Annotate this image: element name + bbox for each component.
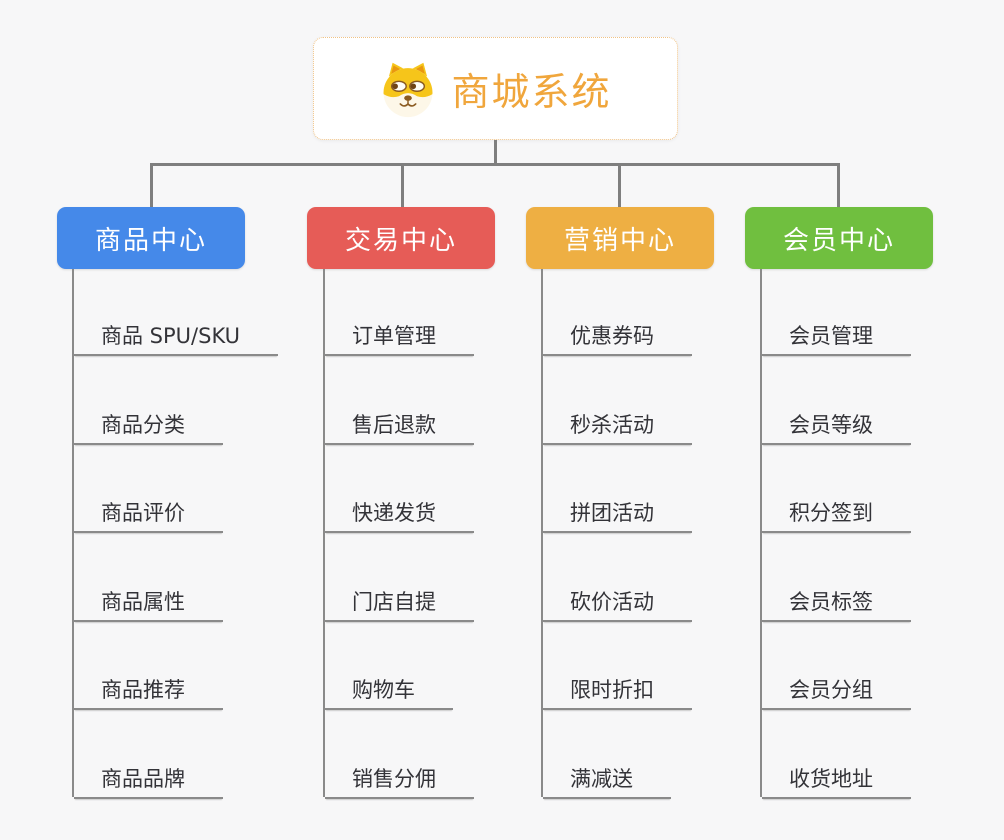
root-title: 商城系统: [451, 70, 612, 114]
leaf-node[interactable]: 商品品牌: [74, 763, 223, 799]
leaf-node[interactable]: 砍价活动: [543, 586, 692, 622]
connector-drop-branch-1: [150, 163, 153, 207]
branch-label: 会员中心: [782, 225, 895, 256]
leaf-node[interactable]: 销售分佣: [325, 763, 474, 799]
leaf-node[interactable]: 购物车: [325, 674, 453, 710]
branch-label: 交易中心: [344, 225, 457, 256]
branch-node-trade-center[interactable]: 交易中心: [307, 207, 495, 269]
root-node[interactable]: 商城系统: [313, 37, 678, 140]
connector-root-stem: [494, 140, 497, 166]
connector-drop-branch-3: [618, 163, 621, 207]
leaf-node[interactable]: 积分签到: [762, 497, 911, 533]
leaf-node[interactable]: 商品推荐: [74, 674, 223, 710]
leaf-node[interactable]: 优惠券码: [543, 320, 692, 356]
leaf-node[interactable]: 商品属性: [74, 586, 223, 622]
leaf-node[interactable]: 限时折扣: [543, 674, 692, 710]
leaf-node[interactable]: 快递发货: [325, 497, 474, 533]
branch-node-member-center[interactable]: 会员中心: [745, 207, 933, 269]
branch-label: 营销中心: [563, 225, 676, 256]
branch-trunk-marketing-center: 优惠券码 秒杀活动 拼团活动 砍价活动 限时折扣 满减送: [541, 269, 692, 799]
leaf-node[interactable]: 门店自提: [325, 586, 474, 622]
leaf-node[interactable]: 拼团活动: [543, 497, 692, 533]
dog-face-icon: [379, 60, 437, 118]
leaf-node[interactable]: 订单管理: [325, 320, 474, 356]
connector-drop-branch-4: [837, 163, 840, 207]
leaf-node[interactable]: 售后退款: [325, 409, 474, 445]
leaf-node[interactable]: 满减送: [543, 763, 671, 799]
leaf-node[interactable]: 会员标签: [762, 586, 911, 622]
branch-trunk-member-center: 会员管理 会员等级 积分签到 会员标签 会员分组 收货地址: [760, 269, 911, 799]
leaf-node[interactable]: 收货地址: [762, 763, 911, 799]
branch-trunk-product-center: 商品 SPU/SKU 商品分类 商品评价 商品属性 商品推荐 商品品牌: [72, 269, 279, 799]
leaf-node[interactable]: 秒杀活动: [543, 409, 692, 445]
branch-trunk-trade-center: 订单管理 售后退款 快递发货 门店自提 购物车 销售分佣: [323, 269, 474, 799]
leaf-node[interactable]: 会员分组: [762, 674, 911, 710]
connector-horizontal-bar: [150, 163, 840, 166]
leaf-node[interactable]: 商品分类: [74, 409, 223, 445]
leaf-node[interactable]: 商品评价: [74, 497, 223, 533]
branch-node-product-center[interactable]: 商品中心: [57, 207, 245, 269]
connector-drop-branch-2: [401, 163, 404, 207]
leaf-node[interactable]: 会员等级: [762, 409, 911, 445]
branch-node-marketing-center[interactable]: 营销中心: [526, 207, 714, 269]
branch-label: 商品中心: [94, 225, 207, 256]
leaf-node[interactable]: 会员管理: [762, 320, 911, 356]
leaf-node[interactable]: 商品 SPU/SKU: [74, 320, 279, 356]
